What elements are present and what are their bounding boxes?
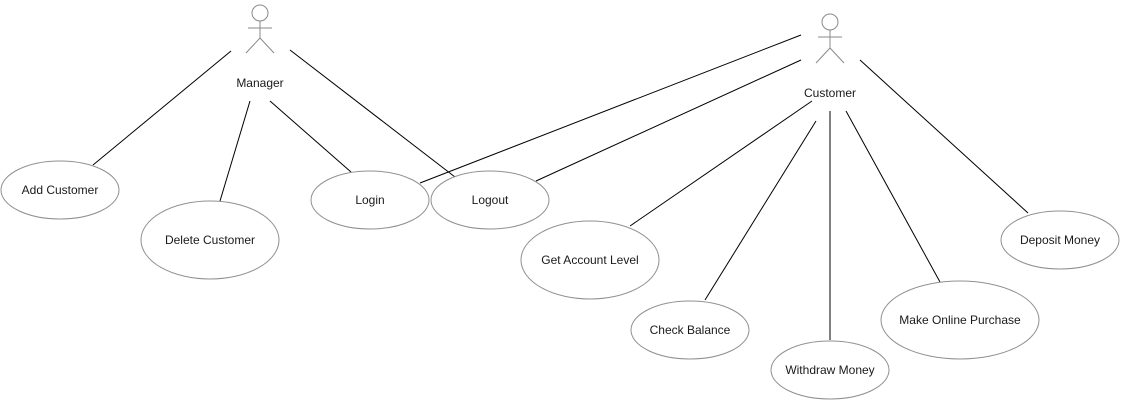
stick-figure-icon: [815, 13, 845, 64]
actor-label-customer: Customer: [804, 86, 856, 100]
use-case-withdraw-money: Withdraw Money: [770, 340, 890, 400]
use-case-get-account-level: Get Account Level: [520, 220, 660, 300]
use-case-deposit-money: Deposit Money: [1000, 210, 1120, 270]
use-case-check-balance: Check Balance: [630, 300, 750, 360]
actor-manager: Manager: [236, 4, 284, 90]
use-case-delete-customer: Delete Customer: [140, 200, 280, 280]
stick-figure-icon: [245, 4, 275, 54]
use-case-label: Get Account Level: [541, 253, 638, 267]
assoc-manager-login: [269, 100, 352, 173]
assoc-customer-check-balance: [704, 120, 817, 301]
use-case-label: Check Balance: [650, 323, 731, 337]
use-case-login: Login: [310, 170, 430, 230]
actor-customer: Customer: [804, 13, 856, 100]
use-case-add-customer: Add Customer: [0, 160, 120, 220]
assoc-manager-delete-customer: [219, 100, 251, 202]
assoc-customer-make-online-purchase: [845, 110, 941, 283]
associations: [92, 34, 1029, 340]
assoc-manager-add-customer: [92, 50, 232, 166]
assoc-customer-deposit-money: [859, 59, 1029, 214]
assoc-customer-get-account-level: [629, 100, 813, 227]
use-case-label: Delete Customer: [165, 233, 255, 247]
use-case-logout: Logout: [430, 170, 550, 230]
actor-label-manager: Manager: [236, 76, 283, 90]
use-case-label: Make Online Purchase: [899, 313, 1021, 327]
assoc-customer-login: [419, 34, 802, 184]
use-case-label: Withdraw Money: [785, 363, 874, 377]
assoc-manager-logout: [289, 49, 456, 178]
use-case-make-online-purchase: Make Online Purchase: [880, 280, 1040, 360]
assoc-customer-logout: [535, 59, 802, 182]
use-case-label: Logout: [472, 193, 509, 207]
use-case-label: Deposit Money: [1020, 233, 1100, 247]
use-case-label: Login: [355, 193, 384, 207]
use-case-label: Add Customer: [22, 183, 99, 197]
